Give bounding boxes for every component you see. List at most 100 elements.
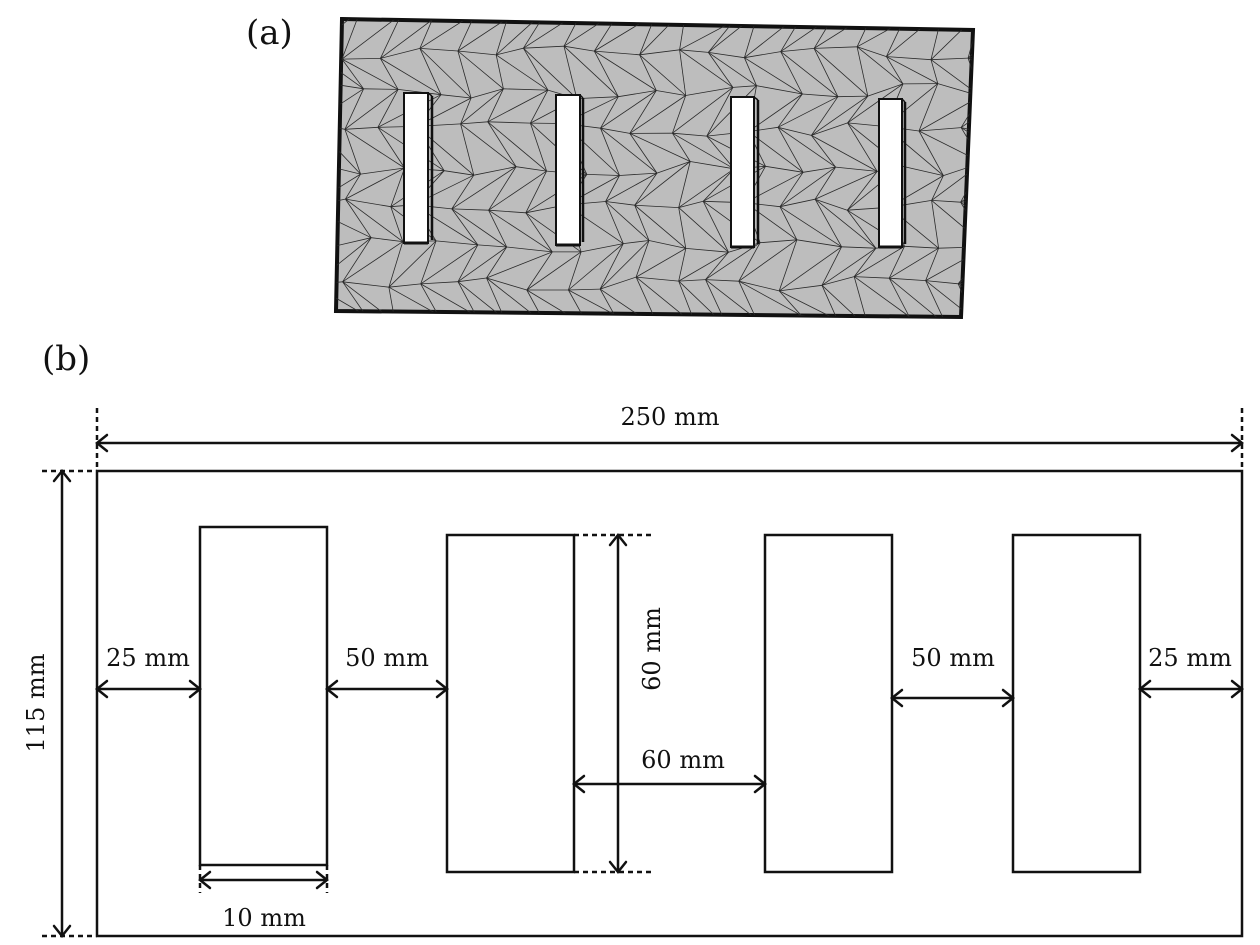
mesh-edge: [345, 198, 404, 242]
mesh-edge: [806, 9, 834, 15]
mesh-edge: [779, 206, 842, 248]
mesh-edge: [308, 207, 325, 249]
mesh-edge: [639, 19, 687, 56]
mesh-edge: [685, 248, 729, 253]
mesh-edge: [363, 88, 399, 90]
mesh-edge: [341, 19, 361, 60]
mesh-edge: [388, 240, 437, 288]
mesh-edge: [344, 89, 399, 130]
mesh-edge: [931, 162, 973, 201]
mesh-edge: [854, 276, 890, 279]
mesh-edge: [506, 246, 553, 253]
mesh-edge: [593, 50, 619, 97]
mesh-edge: [889, 277, 926, 281]
mesh-edge: [1002, 18, 1012, 55]
mesh-edge: [853, 276, 910, 317]
mesh-edge: [312, 123, 331, 167]
mesh-edge: [313, 249, 325, 285]
mesh-edge: [814, 198, 877, 249]
panel-b: (b) 250 mm 115 mm: [22, 339, 1245, 939]
mesh-edge: [486, 277, 527, 291]
mesh-edge: [589, 313, 615, 317]
mesh-edge: [599, 276, 637, 290]
dim-gap-1-2: 50 mm: [324, 644, 450, 699]
mesh-edge: [345, 173, 361, 200]
mesh-edge: [523, 47, 549, 91]
mesh-edge: [679, 49, 687, 96]
mesh-edge: [470, 88, 504, 99]
mesh-edge: [672, 132, 735, 170]
mesh-slot-2: [555, 94, 585, 247]
mesh-edge: [837, 95, 868, 98]
mesh-edge: [678, 280, 729, 317]
mesh-edge: [440, 94, 472, 99]
mesh-edge: [342, 281, 367, 316]
mesh-edge: [380, 58, 399, 90]
mesh-edge: [563, 19, 622, 47]
mesh-edge: [705, 251, 729, 280]
mesh-edge: [330, 10, 361, 15]
mesh-edge: [821, 285, 870, 317]
mesh-edge: [451, 208, 479, 246]
mesh-edge: [380, 19, 433, 59]
mesh-edge: [779, 206, 798, 240]
mesh-edge: [967, 57, 973, 97]
mesh-edge: [460, 88, 504, 125]
mesh-edge: [678, 279, 706, 282]
slot-2: [445, 533, 576, 874]
mesh-edge: [779, 284, 823, 292]
mesh-edge: [621, 9, 656, 14]
mesh-edge: [925, 280, 959, 285]
mesh-edge: [814, 171, 878, 200]
mesh-edge: [361, 10, 402, 14]
dim-right-margin-label: 25 mm: [1148, 644, 1232, 672]
mesh-edge: [460, 123, 517, 168]
mesh-edge: [943, 162, 973, 176]
mesh-edge: [696, 326, 728, 329]
mesh-edge: [457, 277, 487, 283]
mesh-edge: [778, 290, 802, 316]
mesh-edge: [476, 315, 505, 317]
mesh-edge: [310, 15, 330, 50]
mesh-edge: [708, 52, 757, 87]
mesh-edge: [345, 198, 372, 238]
mesh-edge: [841, 246, 876, 249]
mesh-edge: [336, 315, 367, 317]
mesh-edge: [738, 280, 802, 316]
dim-gap-2-3-label: 60 mm: [641, 746, 725, 774]
slot-4: [1011, 533, 1142, 874]
mesh-edge: [886, 56, 938, 84]
mesh-edge: [999, 136, 1019, 163]
mesh-edge: [495, 54, 504, 89]
mesh-edge: [738, 280, 780, 292]
slot-1: [198, 525, 329, 867]
dim-left-margin: 25 mm: [94, 644, 203, 699]
mesh-edge: [931, 200, 939, 249]
mesh-plate: [308, 9, 1019, 329]
mesh-edge: [738, 239, 798, 282]
mesh-edge: [523, 47, 578, 99]
dim-slot-height: 60 mm: [574, 532, 666, 875]
mesh-edge: [486, 277, 505, 317]
mesh-edge: [629, 95, 686, 134]
mesh-edge: [613, 313, 661, 317]
mesh-edge: [336, 49, 343, 60]
mesh-edge: [530, 122, 547, 172]
mesh-edge: [341, 58, 399, 90]
mesh-edge: [600, 127, 658, 174]
mesh-edge: [856, 46, 904, 85]
mesh-edge: [388, 241, 404, 288]
mesh-edge: [419, 19, 476, 49]
mesh-edge: [744, 19, 807, 59]
mesh-edge: [957, 283, 973, 317]
mesh-edge: [811, 135, 878, 172]
mesh-edge: [938, 246, 973, 249]
mesh-edge: [811, 122, 848, 136]
mesh-edge: [546, 325, 590, 328]
mesh-edge: [505, 319, 546, 325]
mesh-edge: [685, 87, 733, 96]
mesh-edge: [336, 284, 367, 317]
mesh-edge: [336, 237, 372, 285]
mesh-edge: [679, 19, 687, 50]
mesh-edge: [856, 19, 875, 47]
